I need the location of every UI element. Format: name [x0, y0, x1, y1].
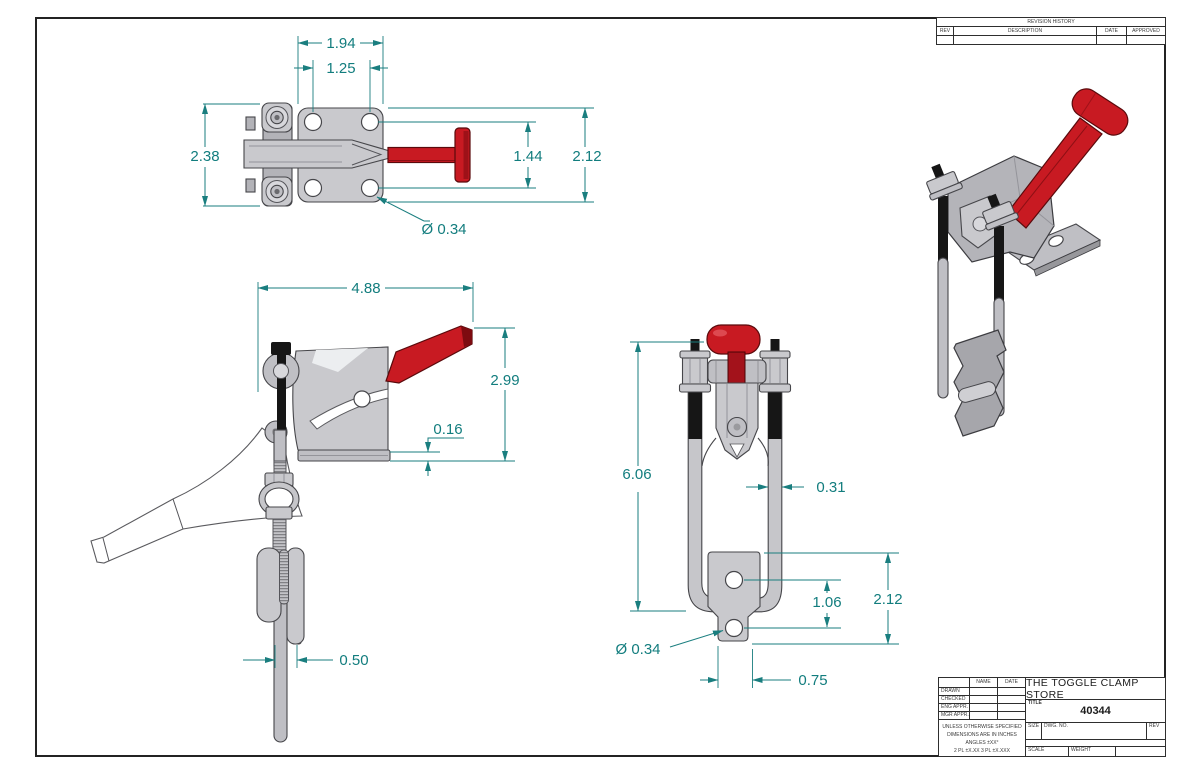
dim-top-height-overall: 2.38: [190, 148, 219, 165]
mount-hole: [303, 112, 323, 132]
threaded-rod-right: [768, 391, 782, 439]
dim-front-hole-dia: Ø 0.34: [615, 641, 660, 658]
lever-arm-top: [243, 139, 389, 169]
approved-cell-empty: [1127, 36, 1165, 44]
date-cell-empty: [1097, 36, 1127, 44]
title-box: TITLE 40344: [1026, 700, 1165, 723]
iso-hook-plate: [953, 329, 1007, 437]
note-line-1: UNLESS OTHERWISE SPECIFIED: [942, 724, 1022, 730]
mount-hole: [303, 178, 323, 198]
dwg-no-label: DWG. NO.: [1044, 723, 1068, 729]
top-view: 1.94 1.25 2.38 1.44 2.12 Ø 0.34: [190, 35, 601, 238]
scale-label: SCALE: [1028, 747, 1045, 753]
dim-top-width-inner: 1.25: [326, 60, 355, 77]
note-line-4: 2 PL ±X.XX 3 PL ±X.XXX: [954, 748, 1010, 754]
title-block: NAME DATE DRAWN CHECKED ENG APPR. MGR AP…: [938, 677, 1166, 757]
dim-front-plate-height: 2.12: [873, 591, 902, 608]
part-number: 40344: [1080, 705, 1111, 717]
title-label: TITLE: [1028, 700, 1042, 706]
mount-hole: [360, 112, 380, 132]
mount-hole: [360, 178, 380, 198]
dim-front-hole-spacing: 1.06: [812, 594, 841, 611]
latch-plate-front: [707, 551, 761, 642]
date-header: DATE: [1005, 679, 1018, 685]
date-col-header: DATE: [1097, 27, 1127, 35]
iso-handle-shaft: [1007, 117, 1103, 229]
dim-top-width-outer: 1.94: [326, 35, 355, 52]
size-label: SIZE: [1028, 723, 1040, 729]
isometric-view: [926, 88, 1129, 437]
description-cell-empty: [954, 36, 1097, 44]
mgr-appr-label: MGR APPR.: [941, 712, 970, 719]
hook-plate-side: [256, 547, 282, 623]
dim-top-hole-dia: Ø 0.34: [421, 221, 466, 238]
dim-side-length: 4.88: [351, 280, 380, 297]
side-view: 4.88 2.99 0.16 0.50: [90, 280, 520, 743]
note-line-2: DIMENSIONS ARE IN INCHES: [947, 732, 1017, 738]
dim-side-height: 2.99: [490, 372, 519, 389]
name-header: NAME: [970, 678, 998, 687]
threaded-rod-left: [688, 391, 702, 439]
rev-label: REV: [1149, 723, 1160, 729]
handle-side: [385, 325, 473, 384]
dim-front-height: 6.06: [622, 466, 651, 483]
description-col-header: DESCRIPTION: [954, 27, 1097, 35]
rev-col-header: REV: [937, 27, 954, 35]
dim-front-rod-dia: 0.31: [816, 479, 845, 496]
drawn-label: DRAWN: [939, 688, 970, 695]
rev-cell-empty: [937, 36, 954, 44]
revision-history-title: REVISION HISTORY: [1027, 18, 1075, 25]
knob-front: [706, 324, 761, 355]
tolerance-notes: UNLESS OTHERWISE SPECIFIED DIMENSIONS AR…: [939, 720, 1025, 756]
approved-col-header: APPROVED: [1132, 27, 1160, 34]
eng-appr-label: ENG APPR.: [939, 704, 970, 711]
checked-label: CHECKED: [939, 696, 970, 703]
dim-side-rod: 0.50: [339, 652, 368, 669]
weight-label: WEIGHT: [1071, 747, 1091, 753]
company-name: THE TOGGLE CLAMP STORE: [1026, 677, 1165, 701]
latch-hole-upper: [724, 570, 744, 590]
lever-arm-side: [90, 427, 303, 564]
sheet-border: [35, 17, 1166, 757]
latch-hole-lower: [724, 618, 744, 638]
note-line-3: ANGLES ±XX°: [965, 740, 999, 746]
revision-history-table: REVISION HISTORY REV DESCRIPTION DATE AP…: [936, 17, 1166, 45]
dim-side-flange: 0.16: [433, 421, 462, 438]
dim-top-plate-height: 2.12: [572, 148, 601, 165]
front-view: 6.06 0.31 1.06 2.12 Ø 0.34 0.75: [615, 324, 903, 689]
dim-top-hole-spacing-v: 1.44: [513, 148, 542, 165]
iso-handle-grip: [1071, 88, 1129, 136]
dim-front-tab-width: 0.75: [798, 672, 827, 689]
